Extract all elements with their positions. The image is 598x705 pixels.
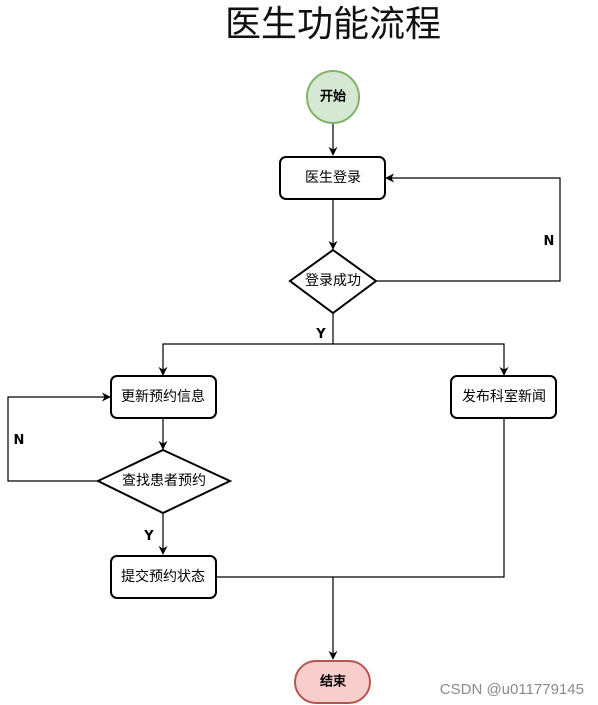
find-appointment-decision: 查找患者预约 — [95, 448, 233, 515]
start-node: 开始 — [306, 70, 360, 124]
diagram-title: 医生功能流程 — [225, 4, 441, 45]
end-node: 结束 — [294, 660, 371, 704]
edge-label-find-no: N — [14, 433, 25, 448]
login-node: 医生登录 — [279, 156, 386, 200]
end-label: 结束 — [320, 674, 347, 690]
publish-news-node: 发布科室新闻 — [450, 375, 557, 419]
edge-find-retry — [7, 392, 111, 482]
update-appointment-label: 更新预约信息 — [121, 388, 205, 405]
edge-login-retry — [376, 173, 561, 282]
edge-label-login-yes: Y — [315, 327, 326, 342]
edge-label-find-yes: Y — [143, 529, 154, 544]
find-appointment-label: 查找患者预约 — [122, 473, 206, 489]
publish-news-label: 发布科室新闻 — [462, 388, 546, 405]
login-label: 医生登录 — [305, 170, 361, 186]
watermark: CSDN @u011779145 — [440, 681, 584, 698]
login-success-decision: 登录成功 — [288, 248, 378, 315]
edge-split-update — [158, 343, 333, 376]
edge-label-login-no: N — [544, 234, 555, 249]
start-label: 开始 — [320, 89, 346, 105]
login-success-label: 登录成功 — [305, 273, 361, 289]
submit-status-label: 提交预约状态 — [121, 568, 205, 585]
edge-split-publish — [333, 343, 509, 376]
submit-status-node: 提交预约状态 — [110, 555, 217, 599]
update-appointment-node: 更新预约信息 — [110, 375, 217, 419]
edge-publish-merge — [333, 418, 505, 578]
